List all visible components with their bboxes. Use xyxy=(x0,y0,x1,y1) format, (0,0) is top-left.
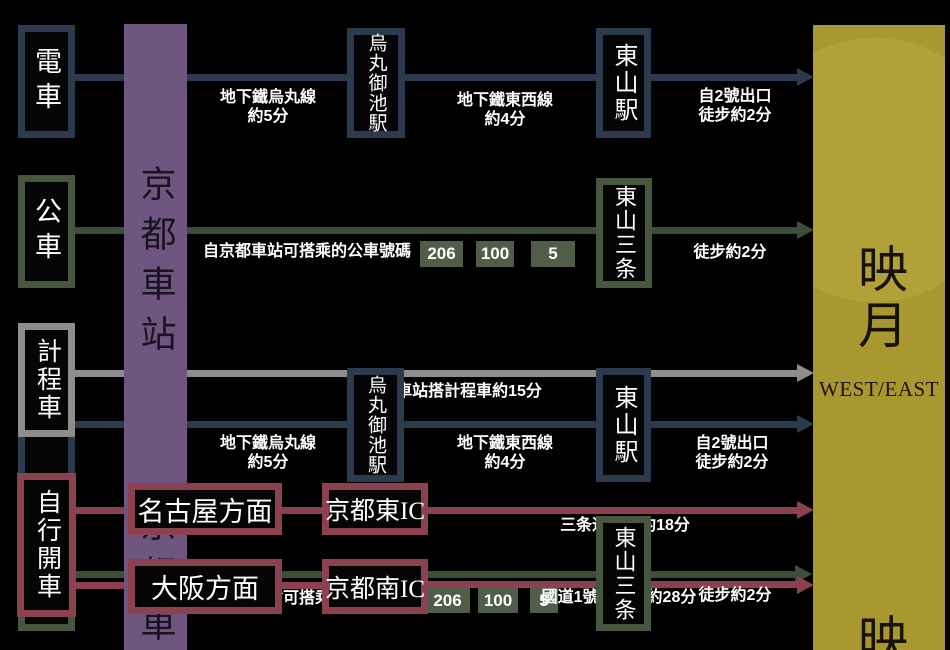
station-label: 烏丸御池駅 xyxy=(365,33,387,133)
bus-arrow-1-icon xyxy=(797,221,814,239)
station-box-higashiyama: 東山駅 xyxy=(596,28,651,138)
drive-connector-osaka xyxy=(75,582,129,589)
moon-circle xyxy=(813,38,945,302)
bus-number-chip-2: 206 xyxy=(425,588,470,613)
label-line: 地下鐵東西線 xyxy=(456,92,553,109)
drive-box-ic-east: 京都東IC xyxy=(322,483,428,535)
mode-label-bus: 公車 xyxy=(31,196,61,267)
train-arrow-2-icon xyxy=(797,415,814,433)
station-label: 東山駅 xyxy=(610,384,636,466)
label-exit-walk-2: 自2號出口 徒步約2分 xyxy=(665,434,799,472)
label-bus-walk: 徒步約2分 xyxy=(693,244,767,261)
label-time: 徒步約2分 xyxy=(698,107,772,124)
drive-connector-nagoya xyxy=(75,507,129,514)
station-label: 東山三条 xyxy=(612,185,637,281)
drive-arrow-south-icon xyxy=(797,576,814,594)
station-box-higashiyama-2: 東山駅 xyxy=(596,368,651,482)
label-line: 地下鐵烏丸線 xyxy=(219,435,316,452)
label-drive-walk: 徒步約2分 xyxy=(698,587,772,604)
label-time: 徒步約2分 xyxy=(695,454,769,471)
train-arrow-1-icon xyxy=(797,68,814,86)
label-subway-karasuma-2: 地下鐵烏丸線 約5分 xyxy=(203,434,333,472)
station-label: 烏丸御池駅 xyxy=(365,375,386,475)
train-line-2 xyxy=(75,421,797,428)
mode-box-taxi: 計程車 xyxy=(18,323,75,437)
bus-number-chip: 100 xyxy=(476,241,514,267)
bus-line-2 xyxy=(75,571,797,578)
label-subway-karasuma: 地下鐵烏丸線 約5分 xyxy=(203,88,333,126)
destination-name-partial: 映月 xyxy=(843,613,915,650)
mode-label-drive: 自行開車 xyxy=(33,489,61,601)
label-line: 自2號出口 xyxy=(695,435,769,452)
station-box-karasuma-oike: 烏丸御池駅 xyxy=(347,28,405,138)
drive-connector-ic-south xyxy=(282,582,323,589)
destination-name: 映月 xyxy=(851,243,907,355)
bus-number-chip-2: 5 xyxy=(530,588,558,613)
drive-arrow-east-icon xyxy=(797,501,814,519)
drive-label-ic-south: 京都南IC xyxy=(325,575,426,603)
label-subway-tozai-2: 地下鐵東西線 約4分 xyxy=(440,434,570,472)
destination-subtitle: WEST/EAST xyxy=(819,377,939,401)
station-box-karasuma-oike-2: 烏丸御池駅 xyxy=(347,368,404,482)
label-subway-tozai: 地下鐵東西線 約4分 xyxy=(440,91,570,129)
drive-box-ic-south: 京都南IC xyxy=(322,559,428,614)
mode-label-taxi: 計程車 xyxy=(33,338,61,422)
bus-number-chip: 206 xyxy=(420,241,463,267)
bus-line-1 xyxy=(75,227,797,234)
label-time: 約5分 xyxy=(247,108,289,125)
mode-label-train: 電車 xyxy=(31,46,61,117)
station-box-higashiyama-sanjo-2: 東山三条 xyxy=(596,516,651,631)
drive-box-nagoya: 名古屋方面 xyxy=(128,483,282,535)
label-line: 自2號出口 xyxy=(698,88,772,105)
mode-box-drive: 自行開車 xyxy=(17,473,76,617)
bus-number-chip-2: 100 xyxy=(478,588,518,613)
station-label: 東山駅 xyxy=(610,42,636,124)
kyoto-station-label: 京都車站 xyxy=(135,165,176,365)
station-label: 東山三条 xyxy=(611,525,637,622)
label-line: 地下鐵烏丸線 xyxy=(219,89,316,106)
train-line-1 xyxy=(75,74,797,81)
label-exit-walk: 自2號出口 徒步約2分 xyxy=(668,87,802,125)
station-box-higashiyama-sanjo: 東山三条 xyxy=(596,178,652,288)
taxi-line xyxy=(75,370,797,377)
label-time: 約5分 xyxy=(247,454,289,471)
kyoto-station-bar: 京都車站 京都車站 xyxy=(124,24,187,650)
drive-label-nagoya: 名古屋方面 xyxy=(137,496,273,527)
drive-connector-ic-east xyxy=(282,507,323,514)
label-line: 地下鐵東西線 xyxy=(456,435,553,452)
label-bus-boarding: 自京都車站可搭乘的公車號碼 xyxy=(202,243,411,260)
label-time: 約4分 xyxy=(484,454,526,471)
drive-label-osaka: 大阪方面 xyxy=(151,574,259,604)
drive-line-east xyxy=(428,507,797,514)
mode-box-bus: 公車 xyxy=(18,175,75,288)
mode-box-train: 電車 xyxy=(18,25,75,138)
label-time: 約4分 xyxy=(484,111,526,128)
bus-number-chip: 5 xyxy=(531,241,575,267)
drive-label-ic-east: 京都東IC xyxy=(325,498,426,525)
taxi-arrow-icon xyxy=(797,364,814,382)
destination-bar: 映月 WEST/EAST 映月 xyxy=(813,25,945,650)
drive-box-osaka: 大阪方面 xyxy=(128,559,282,614)
